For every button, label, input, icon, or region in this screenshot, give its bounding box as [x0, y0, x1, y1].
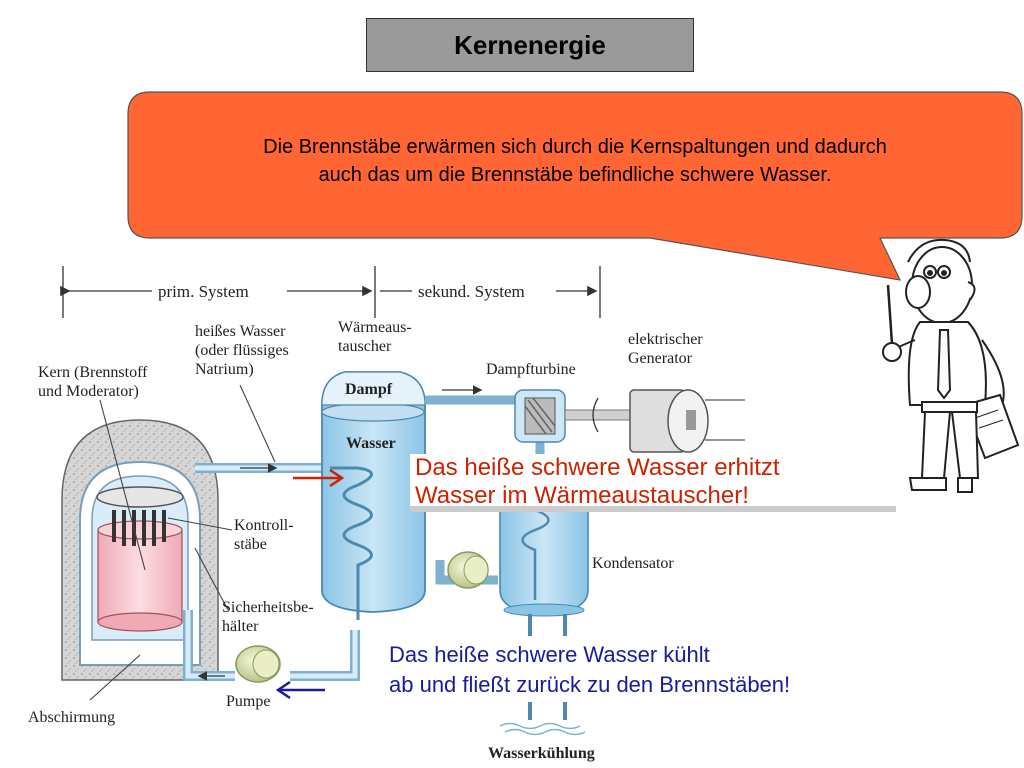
generator-label: elektrischer Generator: [628, 331, 703, 367]
speech-callout: [127, 91, 1023, 281]
cooling-label: Wasserkühlung: [488, 745, 595, 762]
condenser-label: Kondensator: [592, 555, 674, 572]
secondary-pump: [447, 551, 489, 589]
return-note-line-1: Das heiße schwere Wasser kühlt: [389, 642, 710, 667]
primary-pump: [235, 645, 281, 683]
primary-system-label: prim. System: [158, 282, 249, 301]
generator: [629, 389, 745, 453]
core-label: Kern (Brennstoff und Moderator): [38, 364, 148, 400]
callout-text: Die Brennstäbe erwärmen sich durch die K…: [150, 133, 1000, 189]
containment-label: Sicherheitsbe- hälter: [222, 599, 314, 635]
reactor-core: [96, 486, 184, 632]
blue-arrow-icon: [275, 680, 325, 700]
callout-line-2: auch das um die Brennstäbe befindliche s…: [318, 164, 832, 186]
water-label: Wasser: [346, 435, 396, 452]
pump-label: Pumpe: [226, 693, 271, 710]
secondary-system-label: sekund. System: [418, 282, 525, 301]
heat-note-line-2: Wasser im Wärmeaustauscher!: [415, 482, 749, 509]
heat-exchanger-label: Wärmeaus- tauscher: [338, 319, 412, 355]
system-dimension-lines: [60, 266, 601, 318]
return-note: Das heiße schwere Wasser kühlt ab und fl…: [389, 640, 790, 700]
cooling-water: [499, 722, 586, 736]
leader-lines: [89, 384, 276, 701]
title-box: Kernenergie: [366, 18, 694, 72]
turbine-label: Dampfturbine: [486, 361, 576, 378]
heat-note-line-1: Das heiße schwere Wasser erhitzt: [415, 454, 780, 481]
heat-exchanger-tank: [321, 371, 426, 620]
return-note-line-2: ab und fließt zurück zu den Brennstäben!: [389, 672, 791, 697]
page-title: Kernenergie: [454, 29, 606, 60]
control-rods-label: Kontroll- stäbe: [234, 517, 294, 553]
callout-line-1: Die Brennstäbe erwärmen sich durch die K…: [263, 136, 887, 158]
shielding-label: Abschirmung: [28, 709, 116, 726]
turbine: [514, 389, 631, 443]
teacher-figure-icon: [882, 238, 1020, 493]
heat-note: Das heiße schwere Wasser erhitzt Wasser …: [415, 454, 780, 510]
steam-label: Dampf: [345, 381, 393, 398]
red-arrow-icon: [293, 468, 345, 488]
hot-water-label: heißes Wasser (oder flüssiges Natrium): [195, 323, 289, 378]
